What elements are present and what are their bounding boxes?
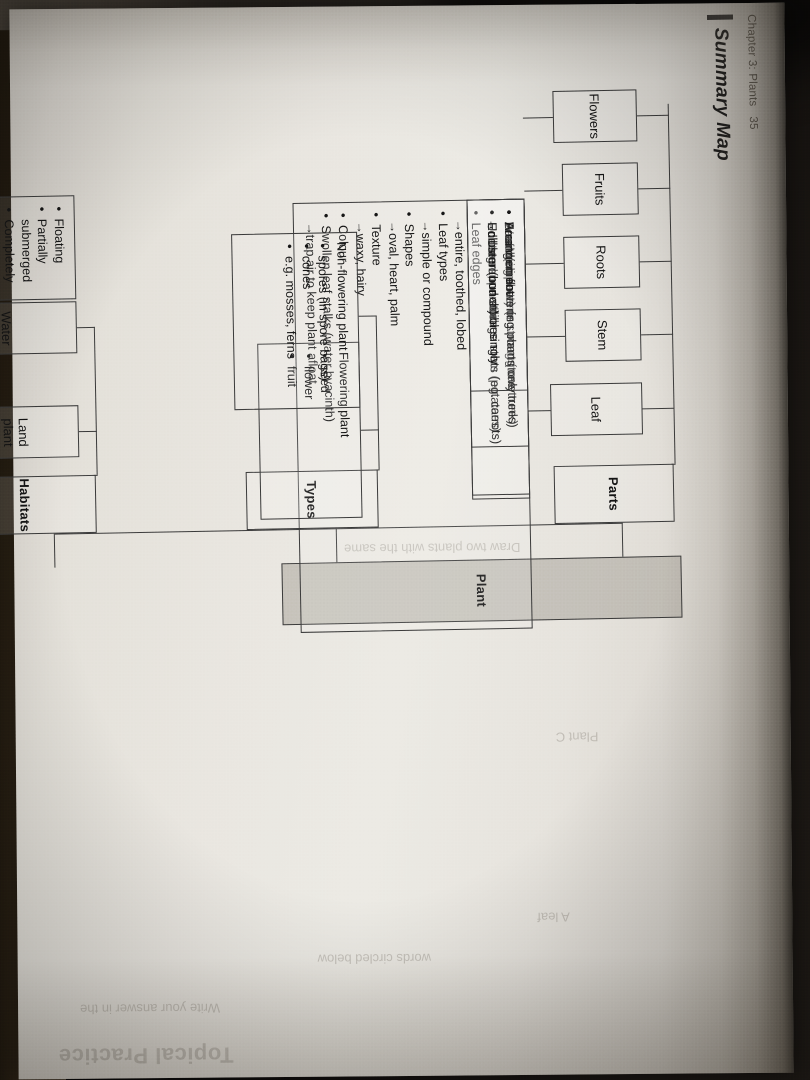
node-fruits-label: Fruits xyxy=(591,172,608,206)
detail-item: cluster (bunch) or singly xyxy=(483,209,503,381)
connector-parts-stub xyxy=(671,463,676,466)
connector-habitats-spine xyxy=(93,326,98,475)
node-water-plant: Water plant or aquatic plant xyxy=(0,301,77,357)
node-flowers: Flowers xyxy=(551,89,637,144)
connector-roots-to-details xyxy=(525,262,564,265)
page-content: Chapter 3: Plants 35 Summary Map Plant P… xyxy=(0,14,783,1068)
node-flowers-label: Flowers xyxy=(586,93,603,140)
details-nonflowering-plant: Non-flowering plant spores (in spore bag… xyxy=(230,231,360,411)
page-title-text: Summary Map xyxy=(709,27,734,162)
connector-parts-to-leaf xyxy=(641,407,675,410)
page-title: Summary Map xyxy=(706,14,735,162)
detail-item: Completely submerged xyxy=(0,206,18,291)
connector-plant-to-parts xyxy=(620,522,623,557)
page-number: 35 xyxy=(746,116,759,130)
connector-parts-to-flowers xyxy=(636,114,669,117)
connector-habitats-to-water xyxy=(76,326,95,329)
connector-parts-to-fruits xyxy=(637,187,670,190)
node-land-plant-label: Land plant xyxy=(0,417,31,447)
node-fruits: Fruits xyxy=(561,162,639,216)
details-water-plant: FloatingPartially submergedCompletely su… xyxy=(0,195,76,303)
node-parts: Parts xyxy=(553,463,675,525)
details-flowers: Arrangementcluster (bunch) or singly xyxy=(465,198,528,392)
running-head: Chapter 3: Plants 35 xyxy=(744,14,775,1014)
connector-leaf-to-details xyxy=(528,410,551,412)
node-water-plant-label: Water plant or aquatic plant xyxy=(0,311,14,346)
node-leaf: Leaf xyxy=(549,382,643,437)
textbook-page: Topical Practice Write your answer in th… xyxy=(0,2,794,1080)
connector-habitats-to-land xyxy=(78,430,97,433)
details-water-plant-list: FloatingPartially submergedCompletely su… xyxy=(0,205,68,291)
connector-stem-to-details xyxy=(526,335,565,338)
connector-parts-to-roots xyxy=(639,260,672,263)
details-nonflowering-plant-list: spores (in spore bags)conese.g. mosses, … xyxy=(280,242,333,399)
connector-habitats-stub xyxy=(93,474,98,477)
node-habitats: Habitats xyxy=(0,474,97,536)
title-accent-bar xyxy=(706,14,733,21)
detail-item: e.g. mosses, ferns xyxy=(280,243,300,399)
connector-types-stub xyxy=(375,469,380,471)
detail-item: Floating xyxy=(49,205,67,289)
node-leaf-label: Leaf xyxy=(588,396,604,423)
details-nonflowering-plant-title: Non-flowering plant xyxy=(333,241,350,351)
node-parts-label: Parts xyxy=(605,476,622,512)
running-head-chapter: Chapter 3: Plants xyxy=(744,14,759,107)
connector-parts-spine xyxy=(666,103,676,464)
node-stem: Stem xyxy=(564,308,642,362)
node-stem-label: Stem xyxy=(594,319,611,351)
connector-fruits-to-details xyxy=(523,189,562,192)
detail-item: Partially submerged xyxy=(16,206,51,291)
node-land-plant: Land plant xyxy=(0,405,79,460)
connector-parts-to-stem xyxy=(640,333,673,336)
node-roots-label: Roots xyxy=(593,244,610,280)
connector-flowers-to-details xyxy=(522,117,553,119)
connector-plant-to-habitats xyxy=(52,533,55,568)
node-roots: Roots xyxy=(562,235,640,289)
details-flowers-list: Arrangementcluster (bunch) or singly xyxy=(483,209,520,382)
node-habitats-label: Habitats xyxy=(16,478,33,533)
